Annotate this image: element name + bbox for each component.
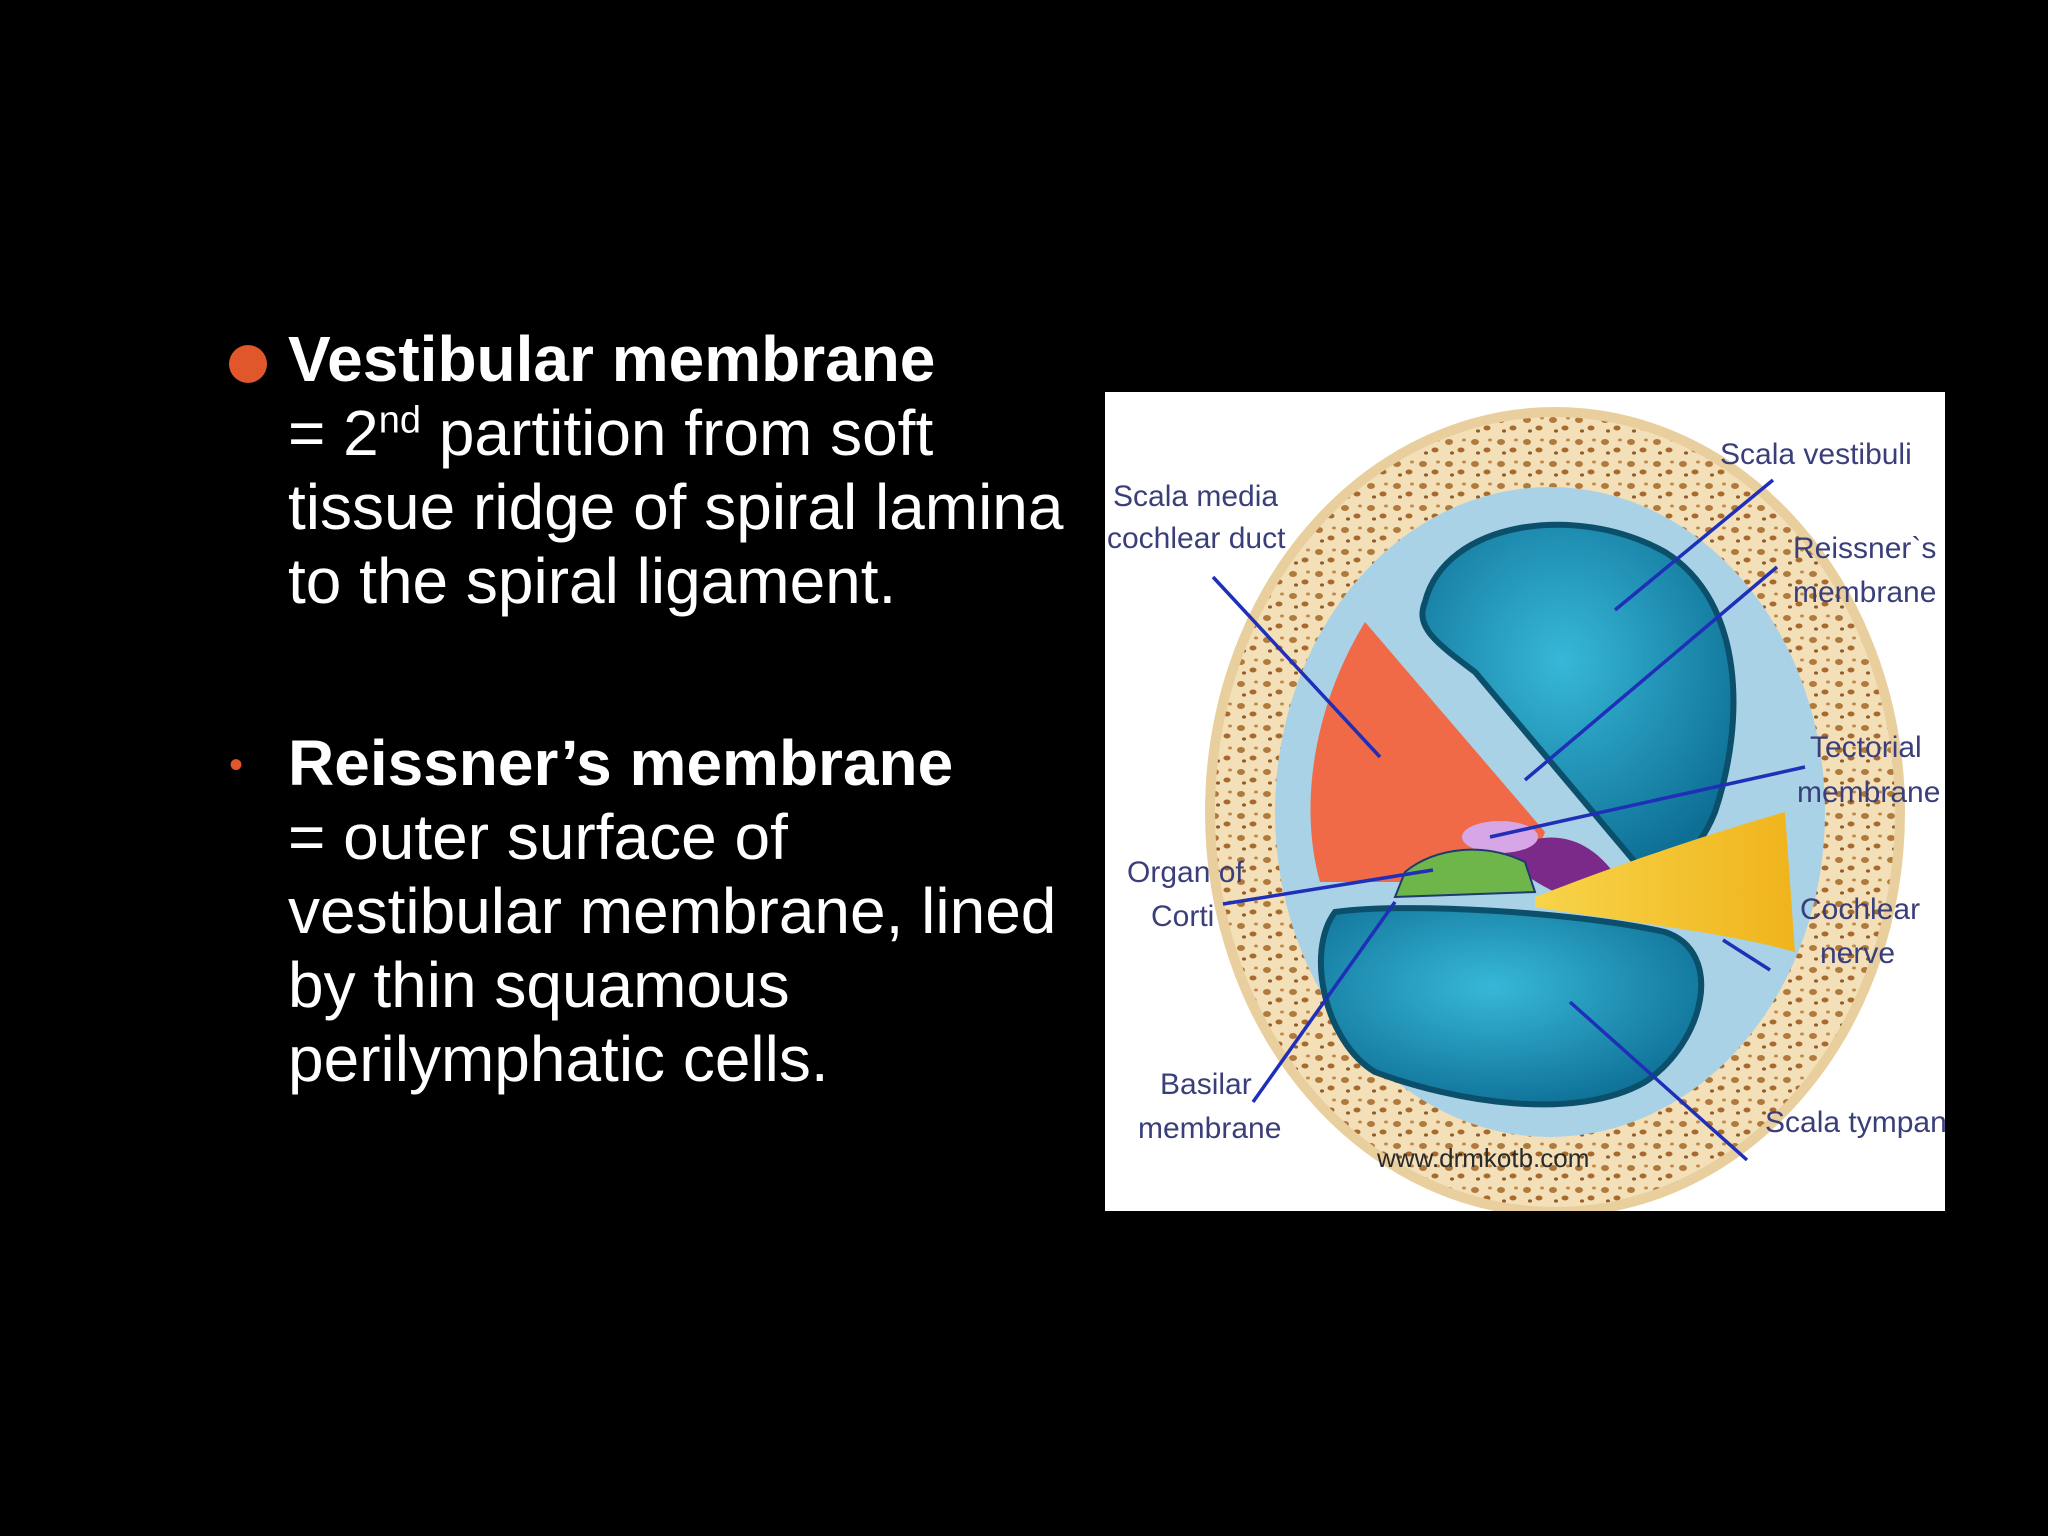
- label-reissners: Reissner`s: [1793, 532, 1936, 565]
- definition-reissners-membrane: = outer surface of vestibular membrane, …: [288, 801, 1057, 1095]
- definition-vestibular-membrane: = 2nd partition from soft tissue ridge o…: [288, 397, 1063, 617]
- capsule-rim: [1205, 407, 1905, 1211]
- label-basilar: Basilar: [1160, 1068, 1252, 1101]
- term-vestibular-membrane: Vestibular membrane: [288, 323, 936, 395]
- leader-tectorial: [1489, 765, 1806, 839]
- leader-scala-tympani: [1568, 1000, 1749, 1162]
- leader-lines: [1211, 478, 1806, 1162]
- label-basilar-membrane: membrane: [1138, 1112, 1281, 1145]
- term-reissners-membrane: Reissner’s membrane: [288, 727, 954, 799]
- cochlear-nerve: [1535, 812, 1795, 952]
- leader-basilar: [1251, 900, 1397, 1104]
- scala-media-chamber: [1310, 622, 1545, 882]
- bullet-list: Vestibular membrane = 2nd partition from…: [225, 322, 1065, 1096]
- bullet-dot-icon: [229, 345, 267, 383]
- definition-part-b: partition from soft tissue ridge of spir…: [288, 397, 1064, 617]
- leader-scala-vestibuli: [1613, 478, 1775, 612]
- tectorial-membrane: [1462, 821, 1538, 853]
- ordinal-suffix: nd: [378, 399, 422, 442]
- cochlea-cross-section-figure: Scala media cochlear duct Scala vestibul…: [1105, 392, 1945, 1211]
- leader-scala-media: [1211, 575, 1382, 759]
- watermark: www.drmkotb.com: [1376, 1143, 1589, 1173]
- label-tectorial: Tectorial: [1810, 731, 1922, 764]
- bullet-small-dot-icon: •: [229, 743, 244, 787]
- bullet-reissners-membrane: • Reissner’s membrane = outer surface of…: [225, 726, 1065, 1096]
- label-nerve: nerve: [1820, 937, 1895, 970]
- organ-of-corti: [1393, 848, 1537, 899]
- label-tectorial-membrane: membrane: [1797, 776, 1940, 809]
- scala-tympani-chamber: [1317, 905, 1705, 1108]
- label-organ-of: Organ of: [1127, 856, 1244, 889]
- leader-reissners: [1523, 565, 1779, 782]
- leader-organ-of-corti: [1222, 868, 1434, 906]
- label-scala-vestibuli: Scala vestibuli: [1720, 438, 1912, 471]
- cochlea-diagram: Scala media cochlear duct Scala vestibul…: [1107, 407, 1945, 1211]
- label-corti: Corti: [1151, 900, 1214, 933]
- label-scala-media: Scala media: [1113, 480, 1278, 513]
- definition-part-a: = 2: [288, 397, 379, 469]
- label-cochlear-duct: cochlear duct: [1107, 522, 1286, 555]
- label-cochlear: Cochlear: [1800, 893, 1920, 926]
- leader-cochlear-nerve: [1722, 938, 1771, 972]
- label-reissners-membrane: membrane: [1793, 576, 1936, 609]
- bullet-vestibular-membrane: Vestibular membrane = 2nd partition from…: [225, 322, 1065, 618]
- label-scala-tympani: Scala tympani: [1765, 1106, 1945, 1139]
- scala-vestibuli-chamber: [1419, 521, 1737, 869]
